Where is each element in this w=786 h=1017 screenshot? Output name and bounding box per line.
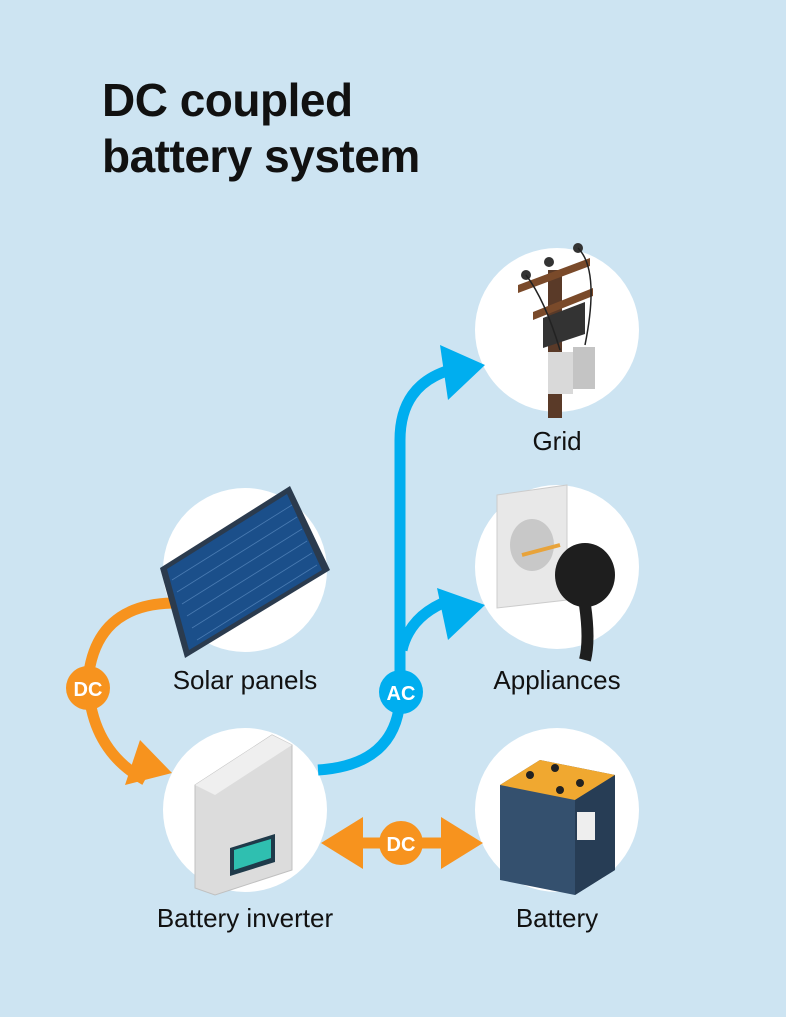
dc-badge-battery-label: DC <box>387 834 416 856</box>
grid-label: Grid <box>532 426 581 456</box>
title-line-2: battery system <box>102 130 420 182</box>
battery-icon <box>500 760 615 895</box>
ac-flow <box>317 364 453 776</box>
ac-badge <box>379 670 423 714</box>
dc-badge-solar <box>66 666 110 710</box>
solar-label: Solar panels <box>173 665 318 695</box>
inverter-label: Battery inverter <box>157 903 334 933</box>
ac-line-main <box>317 364 452 776</box>
dc-arrow-left <box>321 817 363 869</box>
title-line-1: DC coupled <box>102 74 353 126</box>
utility-pole-icon <box>518 243 595 418</box>
ac-arrow-grid <box>440 345 485 400</box>
inverter-icon <box>194 734 293 896</box>
dc-arrow-inverter <box>125 740 172 785</box>
solar-panel-icon <box>160 486 330 658</box>
ac-arrow-appliances <box>437 588 485 640</box>
dc-badge-solar-label: DC <box>74 679 103 701</box>
appliances-label: Appliances <box>493 665 620 695</box>
dc-badge-battery <box>379 821 423 865</box>
plug-socket-icon <box>496 484 615 662</box>
battery-label: Battery <box>516 903 598 933</box>
dc-arrow-right <box>441 817 483 869</box>
ac-badge-label: AC <box>387 683 416 705</box>
